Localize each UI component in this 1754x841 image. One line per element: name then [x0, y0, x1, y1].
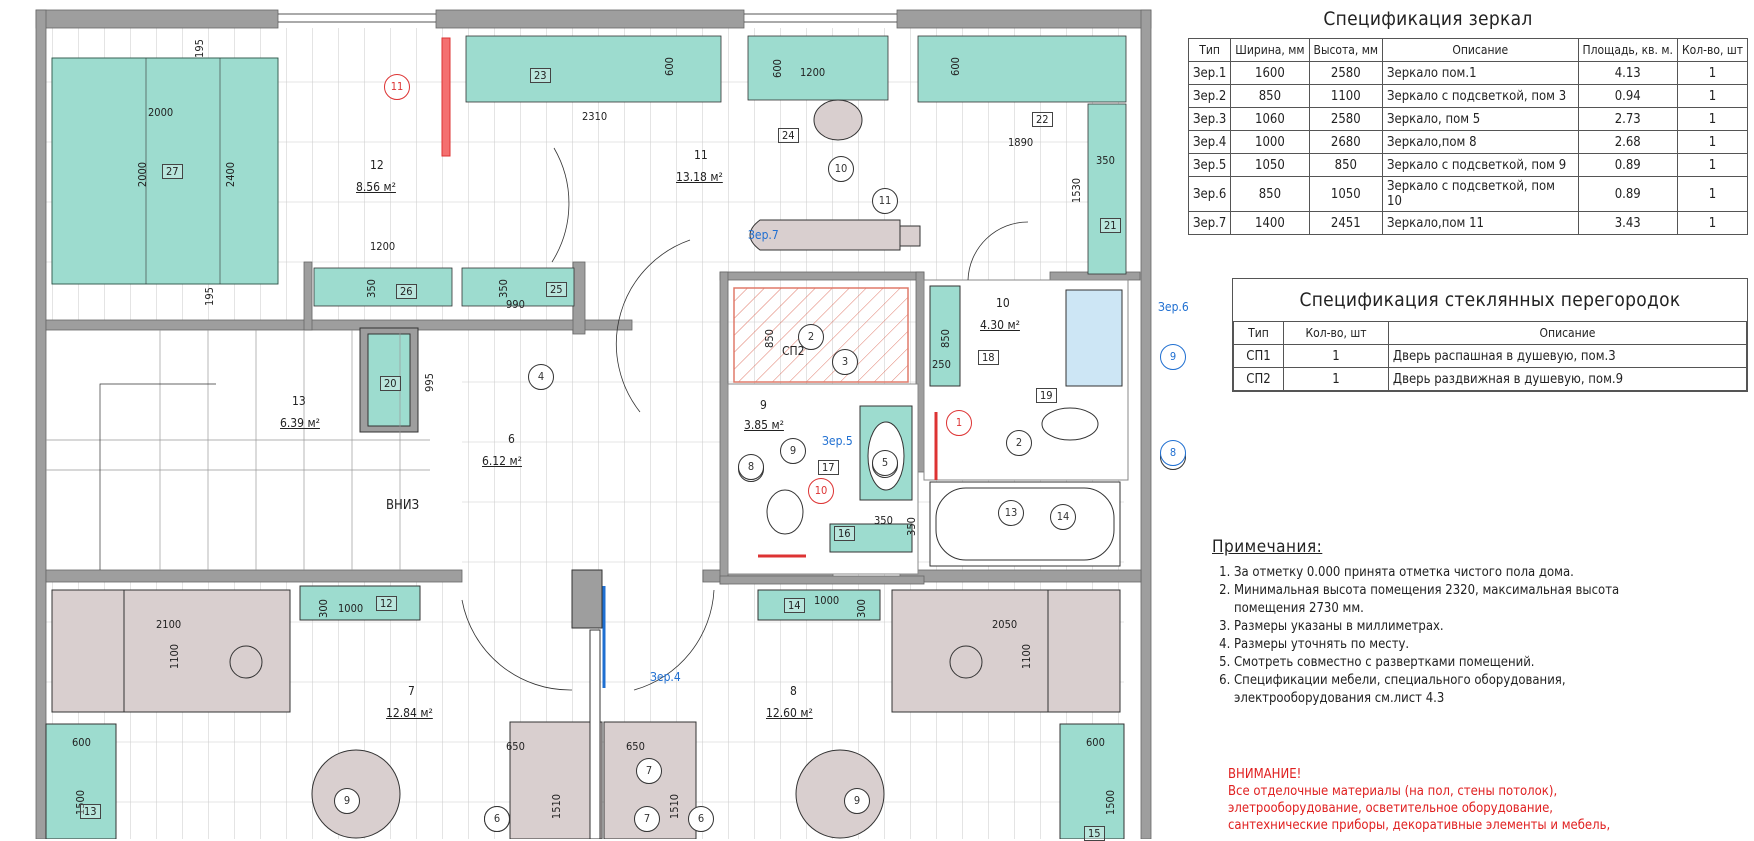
table-cell: Зер.1 [1187, 61, 1232, 85]
table-cell: 1 [1676, 153, 1749, 177]
floor-plan [35, 9, 1152, 839]
table-cell: 850 [1308, 153, 1384, 177]
table-cell: 850 [1230, 176, 1310, 212]
table-cell: Зер.4 [1187, 130, 1232, 154]
table-cell: 2451 [1308, 211, 1384, 235]
table-cell: Дверь распашная в душевую, пом.3 [1387, 344, 1748, 368]
note-item: Спецификации мебели, специального оборуд… [1234, 672, 1682, 708]
glass-header-cell: Кол-во, шт [1283, 321, 1389, 345]
note-item: Размеры уточнять по месту. [1234, 636, 1682, 654]
mirror-header-cell: Площадь, кв. м. [1577, 38, 1678, 62]
table-cell: Зер.5 [1187, 153, 1232, 177]
table-cell: 0.94 [1577, 84, 1678, 108]
table-cell: Зер.6 [1187, 176, 1232, 212]
table-cell: Дверь раздвижная в душевую, пом.9 [1387, 367, 1748, 391]
table-cell: Зеркало с подсветкой, пом 3 [1382, 84, 1579, 108]
glass-header-cell: Тип [1232, 321, 1285, 345]
table-cell: 2.68 [1577, 130, 1678, 154]
note-item: За отметку 0.000 принята отметка чистого… [1234, 564, 1682, 582]
table-cell: Зеркало с подсветкой, пом 10 [1382, 176, 1579, 212]
table-cell: 1 [1676, 84, 1749, 108]
mirror-header-cell: Кол-во, шт [1676, 38, 1749, 62]
note-item: Размеры указаны в миллиметрах. [1234, 618, 1682, 636]
table-cell: Зеркало, пом 5 [1382, 107, 1579, 131]
table-cell: СП1 [1232, 344, 1285, 368]
note-item: Минимальная высота помещения 2320, макси… [1234, 582, 1682, 618]
warning-title: ВНИМАНИЕ! [1228, 767, 1302, 782]
mirror-header-cell: Описание [1382, 38, 1579, 62]
table-cell: Зер.2 [1187, 84, 1232, 108]
table-cell: 1 [1283, 367, 1389, 391]
table-cell: 2580 [1308, 61, 1384, 85]
table-cell: 1 [1676, 61, 1749, 85]
table-cell: Зеркало пом.1 [1382, 61, 1579, 85]
table-cell: 4.13 [1577, 61, 1678, 85]
table-cell: Зеркало,пом 11 [1382, 211, 1579, 235]
table-cell: 1400 [1230, 211, 1310, 235]
notes-title: Примечания: [1212, 537, 1323, 557]
table-cell: 0.89 [1577, 176, 1678, 212]
table-cell: 1000 [1230, 130, 1310, 154]
table-cell: Зер.3 [1187, 107, 1232, 131]
mirror-header-cell: Высота, мм [1308, 38, 1384, 62]
table-cell: Зеркало,пом 8 [1382, 130, 1579, 154]
table-cell: 1 [1676, 107, 1749, 131]
warning-block: ВНИМАНИЕ! Все отделочные материалы (на п… [1228, 766, 1638, 834]
table-cell: 1050 [1230, 153, 1310, 177]
table-cell: СП2 [1232, 367, 1285, 391]
mirror-header-cell: Ширина, мм [1230, 38, 1310, 62]
table-cell: 1 [1283, 344, 1389, 368]
table-cell: 1050 [1308, 176, 1384, 212]
warning-text: Все отделочные материалы (на пол, стены … [1228, 784, 1611, 833]
mirror-header-cell: Тип [1187, 38, 1232, 62]
table-cell: 1060 [1230, 107, 1310, 131]
table-cell: 2680 [1308, 130, 1384, 154]
table-cell: 850 [1230, 84, 1310, 108]
table-cell: 2.73 [1577, 107, 1678, 131]
glass-spec-title: Спецификация стеклянных перегородок [1299, 289, 1681, 311]
table-cell: 1 [1676, 176, 1749, 212]
table-cell: Зер.7 [1187, 211, 1232, 235]
glass-header-cell: Описание [1387, 321, 1748, 345]
table-cell: 1 [1676, 211, 1749, 235]
table-cell: 1 [1676, 130, 1749, 154]
notes-list: За отметку 0.000 принята отметка чистого… [1212, 564, 1682, 708]
table-cell: Зеркало с подсветкой, пом 9 [1382, 153, 1579, 177]
table-cell: 1100 [1308, 84, 1384, 108]
table-cell: 0.89 [1577, 153, 1678, 177]
table-cell: 2580 [1308, 107, 1384, 131]
note-item: Смотреть совместно с развертками помещен… [1234, 654, 1682, 672]
mirror-spec-title: Спецификация зеркал [1323, 8, 1533, 30]
table-cell: 1600 [1230, 61, 1310, 85]
notes-block: Примечания: За отметку 0.000 принята отм… [1212, 538, 1682, 708]
table-cell: 3.43 [1577, 211, 1678, 235]
